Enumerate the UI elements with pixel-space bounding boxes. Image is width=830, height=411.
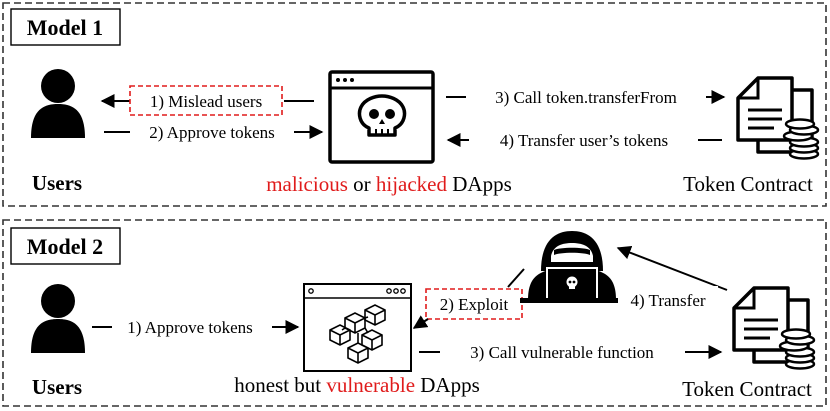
model1-step4-label: 4) Transfer user’s tokens: [500, 131, 668, 150]
user-icon: [31, 69, 85, 138]
hacker-icon: [520, 231, 624, 303]
model2-exploit-box: [425, 288, 523, 320]
model1-step3-label: 3) Call token.transferFrom: [495, 88, 677, 107]
model2-users-label: Users: [32, 375, 82, 399]
model1-frame: [2, 2, 827, 207]
caption-vulnerable: vulnerable: [326, 373, 415, 397]
model1-dapp-caption: malicious or hijacked DApps: [266, 172, 512, 196]
model2-step2-label: 2) Exploit: [440, 295, 509, 314]
blockchain-browser-icon: [303, 283, 412, 372]
model1-token-label: Token Contract: [683, 172, 813, 196]
model2-arrow-exploit-tail: [507, 268, 525, 288]
user-icon: [31, 284, 85, 353]
caption-malicious: malicious: [266, 172, 348, 196]
caption-honest-but: honest but: [234, 373, 326, 397]
skull-browser-icon: [328, 70, 435, 164]
model2-frame: [2, 219, 827, 407]
model2-transfer-label-bg: [618, 286, 718, 312]
model2-arrow-transfer: [616, 245, 728, 291]
model2-title-box: [10, 227, 121, 265]
caption-dapps: DApps: [447, 172, 512, 196]
model2-token-label: Token Contract: [682, 377, 812, 401]
model1-title: Model 1: [27, 15, 103, 40]
model2-step3-label: 3) Call vulnerable function: [470, 343, 654, 362]
caption-hijacked: hijacked: [376, 172, 448, 196]
model2-step4-label: 4) Transfer: [630, 291, 705, 310]
model1-mislead-box: [129, 85, 283, 116]
model2-title: Model 2: [27, 234, 103, 259]
model1-step1-label: 1) Mislead users: [150, 92, 262, 111]
model2-dapp-caption: honest but vulnerable DApps: [234, 373, 480, 397]
model2-arrow-exploit-head: [412, 315, 429, 329]
caption-or: or: [348, 172, 376, 196]
model1-step2-label: 2) Approve tokens: [149, 123, 275, 142]
model1-title-box: [10, 8, 121, 46]
model2-step1-label: 1) Approve tokens: [127, 318, 253, 337]
model1-users-label: Users: [32, 171, 82, 195]
token-contract-icon: [734, 288, 814, 369]
caption-dapps: DApps: [415, 373, 480, 397]
token-contract-icon: [738, 78, 818, 159]
